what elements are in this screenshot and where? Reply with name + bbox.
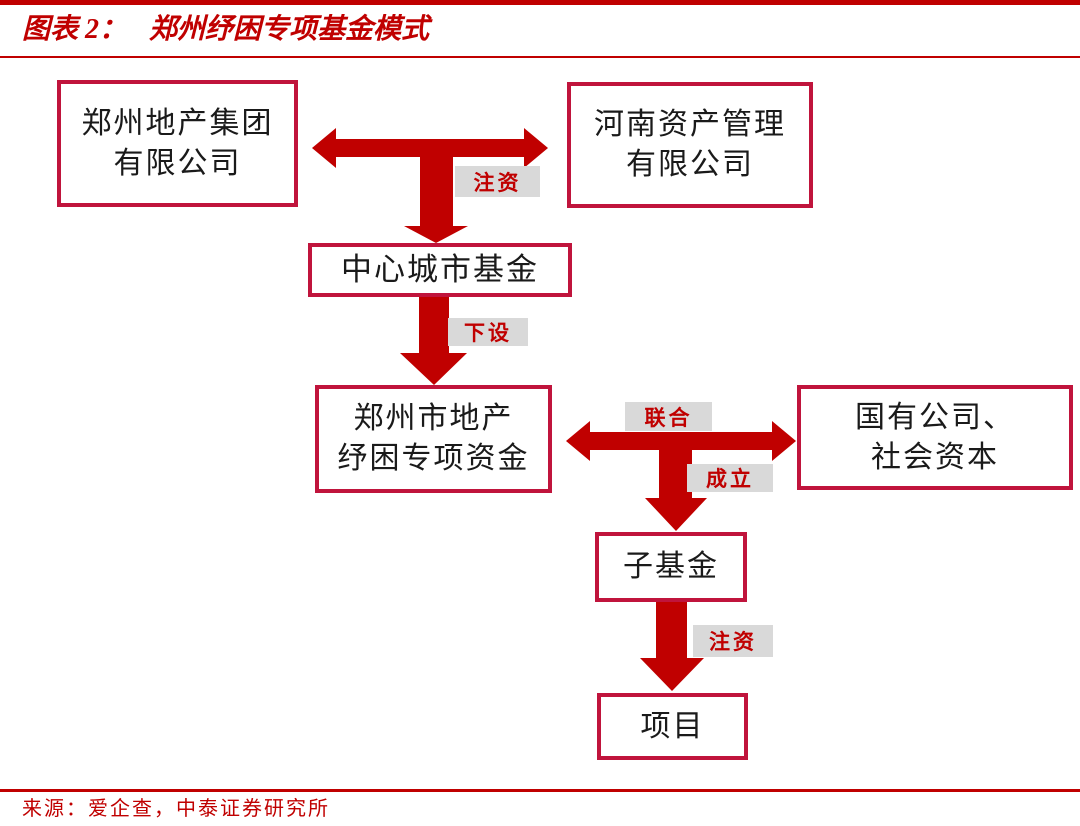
- title-underline: [0, 56, 1080, 58]
- node-sub-fund: 子基金: [595, 532, 747, 602]
- node-label-line: 项目: [640, 709, 705, 743]
- node-label-line: 国有公司、: [855, 400, 1015, 434]
- edge-label-joint: 联合: [625, 402, 712, 431]
- node-zhengzhou-group: 郑州地产集团 有限公司: [57, 80, 298, 207]
- node-state-owned-social-capital: 国有公司、 社会资本: [797, 385, 1073, 490]
- node-label-line: 有限公司: [113, 146, 242, 180]
- node-label-line: 社会资本: [871, 440, 999, 474]
- edge-label-establish: 成立: [687, 464, 773, 492]
- node-label-line: 子基金: [623, 550, 719, 584]
- node-label-line: 郑州市地产: [353, 402, 514, 436]
- node-project: 项目: [597, 693, 748, 760]
- figure-title: 图表 2： 郑州纾困专项基金模式: [22, 10, 429, 49]
- node-relief-special-fund: 郑州市地产 纾困专项资金: [315, 385, 552, 493]
- node-central-city-fund: 中心城市基金: [308, 243, 572, 297]
- edge-label-inject-top: 注资: [455, 166, 540, 197]
- node-label-line: 中心城市基金: [341, 251, 539, 287]
- edge-label-setup: 下设: [448, 318, 528, 346]
- figure-number: 图表 2：: [22, 14, 128, 45]
- source-attribution: 来源：爱企查，中泰证券研究所: [22, 798, 330, 820]
- footer-divider: [0, 789, 1080, 792]
- node-label-line: 有限公司: [626, 148, 754, 181]
- edge-label-inject-bottom: 注资: [693, 625, 773, 657]
- figure-title-text: 郑州纾困专项基金模式: [149, 14, 430, 45]
- node-label-line: 郑州地产集团: [81, 106, 274, 140]
- node-label-line: 纾困专项资金: [337, 442, 530, 475]
- top-accent-bar: [0, 0, 1080, 5]
- node-henan-asset: 河南资产管理 有限公司: [567, 82, 813, 208]
- node-label-line: 河南资产管理: [594, 108, 786, 142]
